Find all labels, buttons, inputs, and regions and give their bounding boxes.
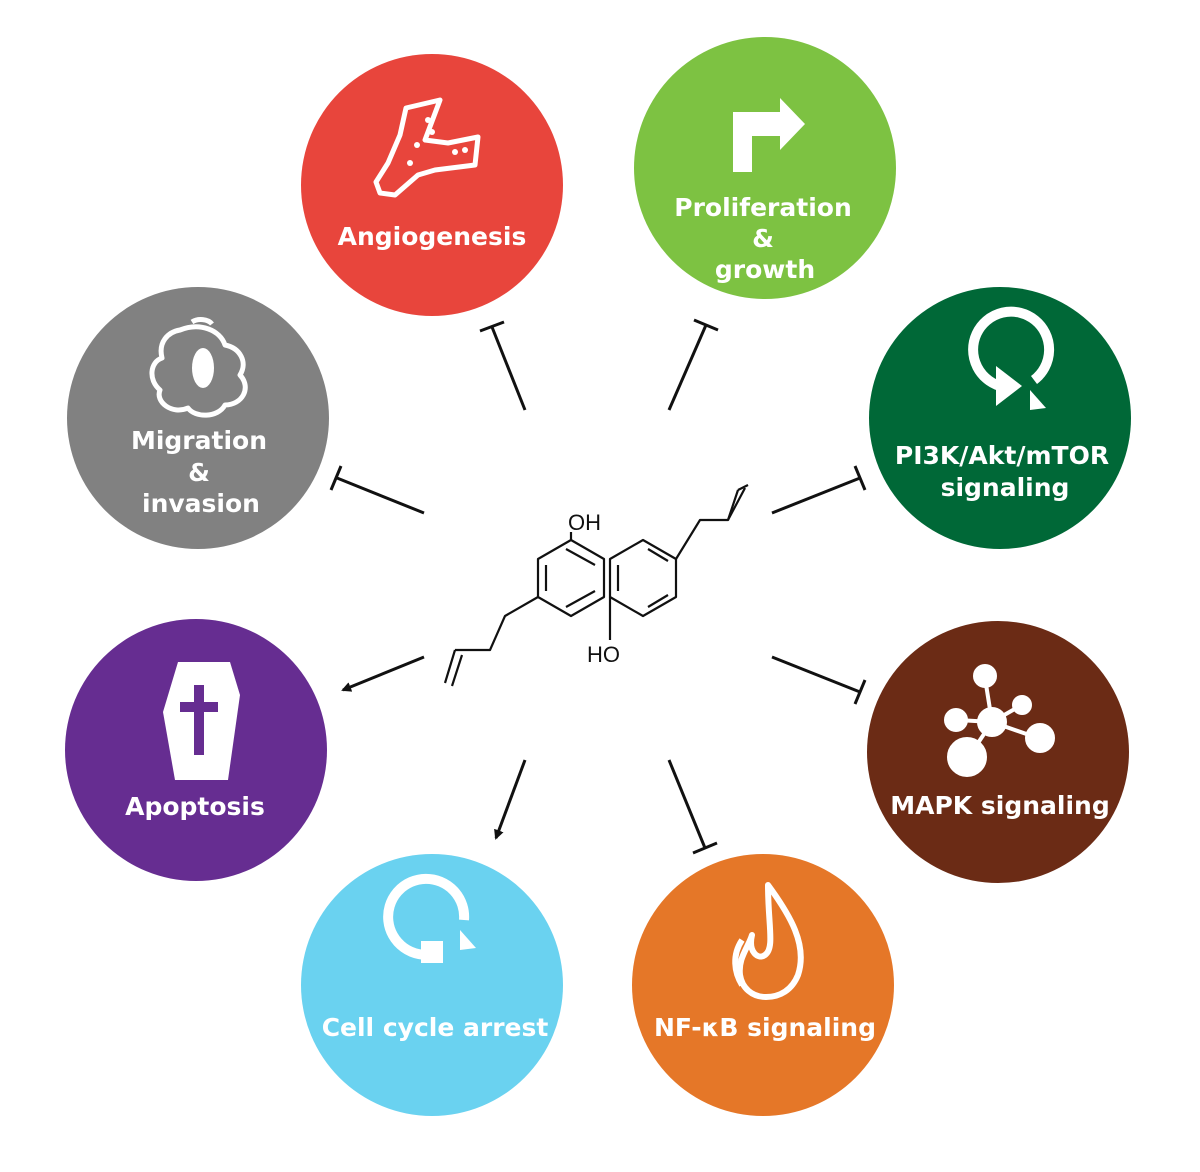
proliferation-label-line3: growth	[715, 255, 815, 284]
node-mapk[interactable]: MAPK signaling	[867, 621, 1129, 883]
inhibit-bar-nfkb	[692, 841, 718, 855]
inhibit-line-angiogenesis	[490, 326, 527, 411]
pi3k-label-line2: signaling	[941, 473, 1070, 502]
right-ring-double-bond	[647, 594, 669, 608]
play-cycle-icon	[968, 306, 1055, 410]
right-allyl-double-bond	[727, 487, 746, 521]
node-cellcycle[interactable]: Cell cycle arrest	[301, 854, 563, 1116]
left-ring-double-bond	[565, 590, 596, 608]
inhibit-bar-pi3k	[853, 465, 867, 491]
inhibit-bar-mapk	[853, 679, 867, 705]
migration-circle	[67, 287, 329, 549]
activate-arrow-apoptosis	[341, 655, 425, 692]
proliferation-label-line2: &	[752, 224, 774, 253]
left-allyl-double-bond	[450, 654, 464, 687]
left-allyl-double-bond	[443, 649, 457, 684]
molecule-network-icon	[944, 664, 1055, 777]
inhibit-line-mapk	[771, 655, 861, 694]
node-migration[interactable]: Migration & invasion	[67, 287, 329, 549]
node-pi3k[interactable]: PI3K/Akt/mTOR signaling	[869, 287, 1131, 549]
connectors	[329, 318, 867, 855]
migration-label-line3: invasion	[142, 489, 260, 518]
node-apoptosis[interactable]: Apoptosis	[65, 619, 327, 881]
migration-label-line1: Migration	[131, 426, 267, 455]
node-angiogenesis[interactable]: Angiogenesis	[301, 54, 563, 316]
left-benzene-ring	[536, 538, 606, 618]
pi3k-label-line1: PI3K/Akt/mTOR	[895, 441, 1109, 470]
angiogenesis-label: Angiogenesis	[338, 222, 527, 251]
stop-cycle-icon	[383, 873, 476, 963]
oh-label-top: OH	[568, 510, 601, 535]
proliferation-label-line1: Proliferation	[674, 193, 852, 222]
left-allyl-chain	[455, 596, 539, 652]
right-ring-double-bond	[647, 548, 669, 562]
right-benzene-ring	[608, 538, 678, 618]
angiogenesis-circle	[301, 54, 563, 316]
flame-icon	[732, 882, 804, 1000]
turn-right-arrow-icon	[733, 98, 805, 172]
cell-icon	[149, 317, 248, 418]
ho-label-bottom: HO	[587, 642, 620, 667]
inhibit-bar-proliferation	[693, 318, 719, 332]
coffin-icon	[163, 662, 240, 780]
activate-arrow-cellcycle	[494, 759, 527, 840]
node-proliferation[interactable]: Proliferation & growth	[634, 37, 896, 299]
nfkb-label: NF-κB signaling	[654, 1013, 876, 1042]
blood-vessel-icon	[373, 97, 481, 198]
inhibit-bar-migration	[329, 465, 343, 491]
proliferation-circle	[634, 37, 896, 299]
cellcycle-circle	[301, 854, 563, 1116]
right-allyl-chain	[675, 489, 740, 560]
nfkb-circle	[632, 854, 894, 1116]
inhibit-line-proliferation	[667, 324, 708, 411]
mapk-circle	[867, 621, 1129, 883]
inhibit-bar-angiogenesis	[479, 320, 505, 333]
inhibit-line-migration	[336, 476, 425, 515]
pi3k-circle	[869, 287, 1131, 549]
inhibit-line-pi3k	[771, 476, 861, 515]
right-allyl-double-bond	[737, 484, 749, 491]
inhibit-line-nfkb	[667, 759, 707, 849]
cellcycle-label: Cell cycle arrest	[322, 1013, 549, 1042]
apoptosis-label: Apoptosis	[125, 792, 265, 821]
left-ring-double-bond	[565, 548, 596, 566]
migration-label-line2: &	[188, 458, 210, 487]
node-nfkb[interactable]: NF-κB signaling	[632, 854, 894, 1116]
mapk-label: MAPK signaling	[890, 791, 1109, 820]
molecule-structure	[443, 484, 749, 687]
